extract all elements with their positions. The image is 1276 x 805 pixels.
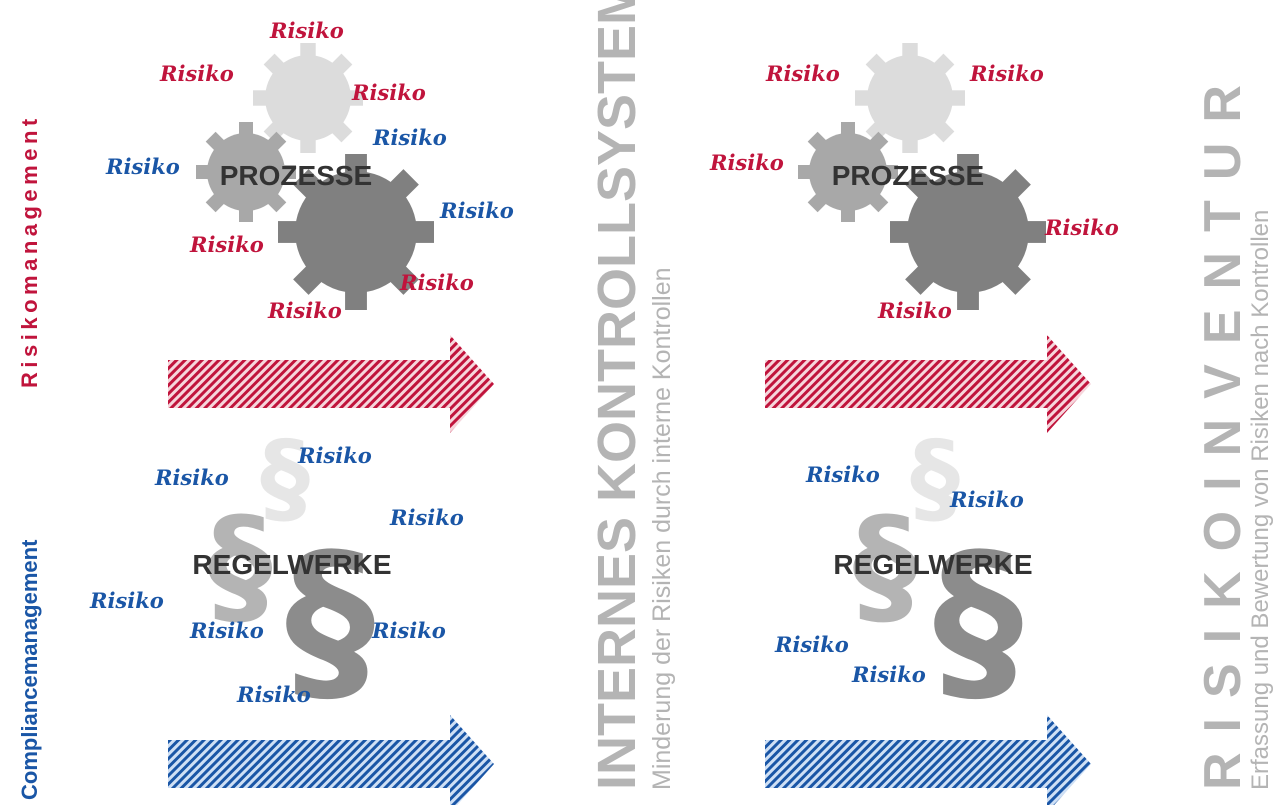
rules-paragraphs: § § § — [208, 419, 376, 725]
arrow-right-icon — [168, 715, 494, 805]
rules-risks: Risiko Risiko Risiko Risiko — [774, 462, 1024, 687]
risk-label: Risiko — [269, 18, 344, 43]
process-label: PROZESSE — [220, 160, 372, 191]
arrow-right-icon — [765, 715, 1091, 805]
risk-label: Risiko — [877, 298, 952, 323]
risk-inventory-title: RISIKOINVENTUR — [1194, 65, 1252, 790]
risk-label: Risiko — [154, 465, 229, 490]
paragraph-icon: § — [208, 489, 273, 641]
rules-label: REGELWERKE — [192, 549, 391, 580]
process-risks: Risiko Risiko Risiko Risiko Risiko Risik… — [105, 18, 514, 323]
ics-subtitle: Minderung der Risiken durch interne Kont… — [648, 267, 676, 790]
rules-risks: Risiko Risiko Risiko Risiko Risiko Risik… — [89, 443, 464, 707]
risk-label: Risiko — [969, 61, 1044, 86]
rules-label: REGELWERKE — [833, 549, 1032, 580]
risk-management-label: Risikomanagement — [17, 114, 42, 388]
risk-label: Risiko — [371, 618, 446, 643]
gear-icon — [253, 43, 363, 153]
paragraph-icon: § — [260, 419, 310, 536]
risk-label: Risiko — [372, 125, 447, 150]
gear-icon — [855, 43, 965, 153]
paragraph-icon: § — [933, 516, 1023, 725]
risk-label: Risiko — [189, 618, 264, 643]
risk-label: Risiko — [1044, 215, 1119, 240]
risk-label: Risiko — [189, 232, 264, 257]
risk-label: Risiko — [399, 270, 474, 295]
rules-paragraphs: § § § — [853, 419, 1024, 725]
risk-label: Risiko — [89, 588, 164, 613]
paragraph-icon: § — [853, 489, 918, 641]
risk-label: Risiko — [851, 662, 926, 687]
risk-label: Risiko — [774, 632, 849, 657]
panel-before: PROZESSE Risiko Risiko Risiko Risiko Ris… — [89, 18, 514, 805]
risk-inventory-subtitle: Erfassung und Bewertung von Risiken nach… — [1247, 210, 1274, 790]
risk-label: Risiko — [159, 61, 234, 86]
risk-label: Risiko — [351, 80, 426, 105]
process-label: PROZESSE — [832, 160, 984, 191]
risk-label: Risiko — [267, 298, 342, 323]
risk-label: Risiko — [765, 61, 840, 86]
risk-label: Risiko — [439, 198, 514, 223]
compliance-management-label: Compliancemanagement — [17, 539, 42, 800]
risk-label: Risiko — [105, 154, 180, 179]
ics-title: INTERNES KONTROLLSYSTEM — [587, 0, 647, 790]
risk-label: Risiko — [389, 505, 464, 530]
arrow-right-icon — [765, 335, 1091, 433]
risk-label: Risiko — [949, 487, 1024, 512]
risk-label: Risiko — [805, 462, 880, 487]
process-risks: Risiko Risiko Risiko Risiko Risiko — [709, 61, 1119, 323]
risk-label: Risiko — [297, 443, 372, 468]
arrow-right-icon — [168, 335, 494, 433]
risk-label: Risiko — [236, 682, 311, 707]
paragraph-icon: § — [285, 516, 375, 725]
panel-after: PROZESSE Risiko Risiko Risiko Risiko Ris… — [709, 43, 1119, 805]
risk-label: Risiko — [709, 150, 784, 175]
paragraph-icon: § — [910, 419, 960, 536]
